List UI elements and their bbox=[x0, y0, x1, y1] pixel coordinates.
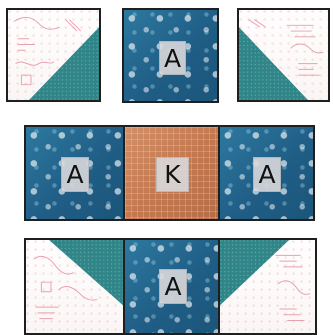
top-center-letter: A bbox=[159, 41, 186, 75]
middle-right-letter: A bbox=[253, 157, 281, 192]
middle-center-patch: K bbox=[123, 125, 220, 221]
middle-center-letter: K bbox=[156, 157, 189, 192]
bottom-center-letter: A bbox=[159, 269, 187, 304]
top-left-teal-triangle bbox=[8, 10, 99, 100]
top-center-patch: A bbox=[122, 8, 219, 103]
bottom-center-patch: A bbox=[123, 238, 220, 335]
bottom-right-teal-triangle bbox=[220, 240, 315, 333]
top-right-print-overlay bbox=[239, 10, 328, 100]
middle-left-patch: A bbox=[24, 125, 125, 221]
top-right-teal-triangle bbox=[239, 10, 328, 100]
top-left-corner-piece bbox=[6, 8, 101, 102]
top-right-corner-piece bbox=[237, 8, 330, 102]
top-left-print-overlay bbox=[8, 10, 99, 100]
bottom-right-corner-piece bbox=[218, 238, 317, 335]
bottom-left-print-overlay bbox=[26, 240, 123, 333]
bottom-right-print-overlay bbox=[220, 240, 315, 333]
bottom-left-teal-triangle bbox=[26, 240, 123, 333]
middle-right-patch: A bbox=[218, 125, 315, 221]
middle-left-letter: A bbox=[61, 157, 89, 192]
bottom-left-corner-piece bbox=[24, 238, 125, 335]
